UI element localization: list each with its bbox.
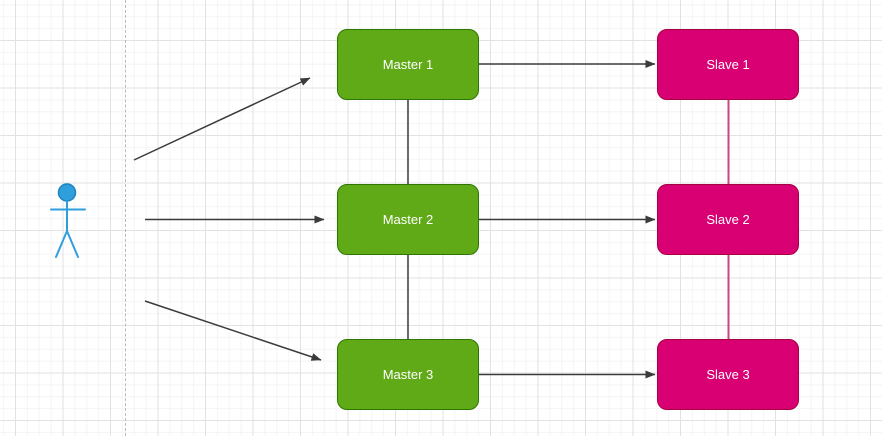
node-master-1-label: Master 1 <box>382 57 434 72</box>
node-slave-2[interactable]: Slave 2 <box>657 184 799 255</box>
edge-user-to-master3[interactable] <box>144 300 322 361</box>
actor-right-leg <box>66 230 79 258</box>
node-master-3-label: Master 3 <box>382 367 434 382</box>
actor-left-leg <box>55 230 68 258</box>
node-master-2-label: Master 2 <box>382 212 434 227</box>
node-slave-1-label: Slave 1 <box>706 57 750 72</box>
edge-user-to-master1[interactable] <box>133 77 311 161</box>
node-slave-3[interactable]: Slave 3 <box>657 339 799 410</box>
node-slave-2-label: Slave 2 <box>706 212 750 227</box>
page-boundary-divider <box>125 0 126 436</box>
node-master-1[interactable]: Master 1 <box>337 29 479 100</box>
node-slave-3-label: Slave 3 <box>706 367 750 382</box>
node-slave-1[interactable]: Slave 1 <box>657 29 799 100</box>
user-actor-icon[interactable] <box>50 183 86 258</box>
node-master-3[interactable]: Master 3 <box>337 339 479 410</box>
node-master-2[interactable]: Master 2 <box>337 184 479 255</box>
actor-head <box>57 183 77 202</box>
